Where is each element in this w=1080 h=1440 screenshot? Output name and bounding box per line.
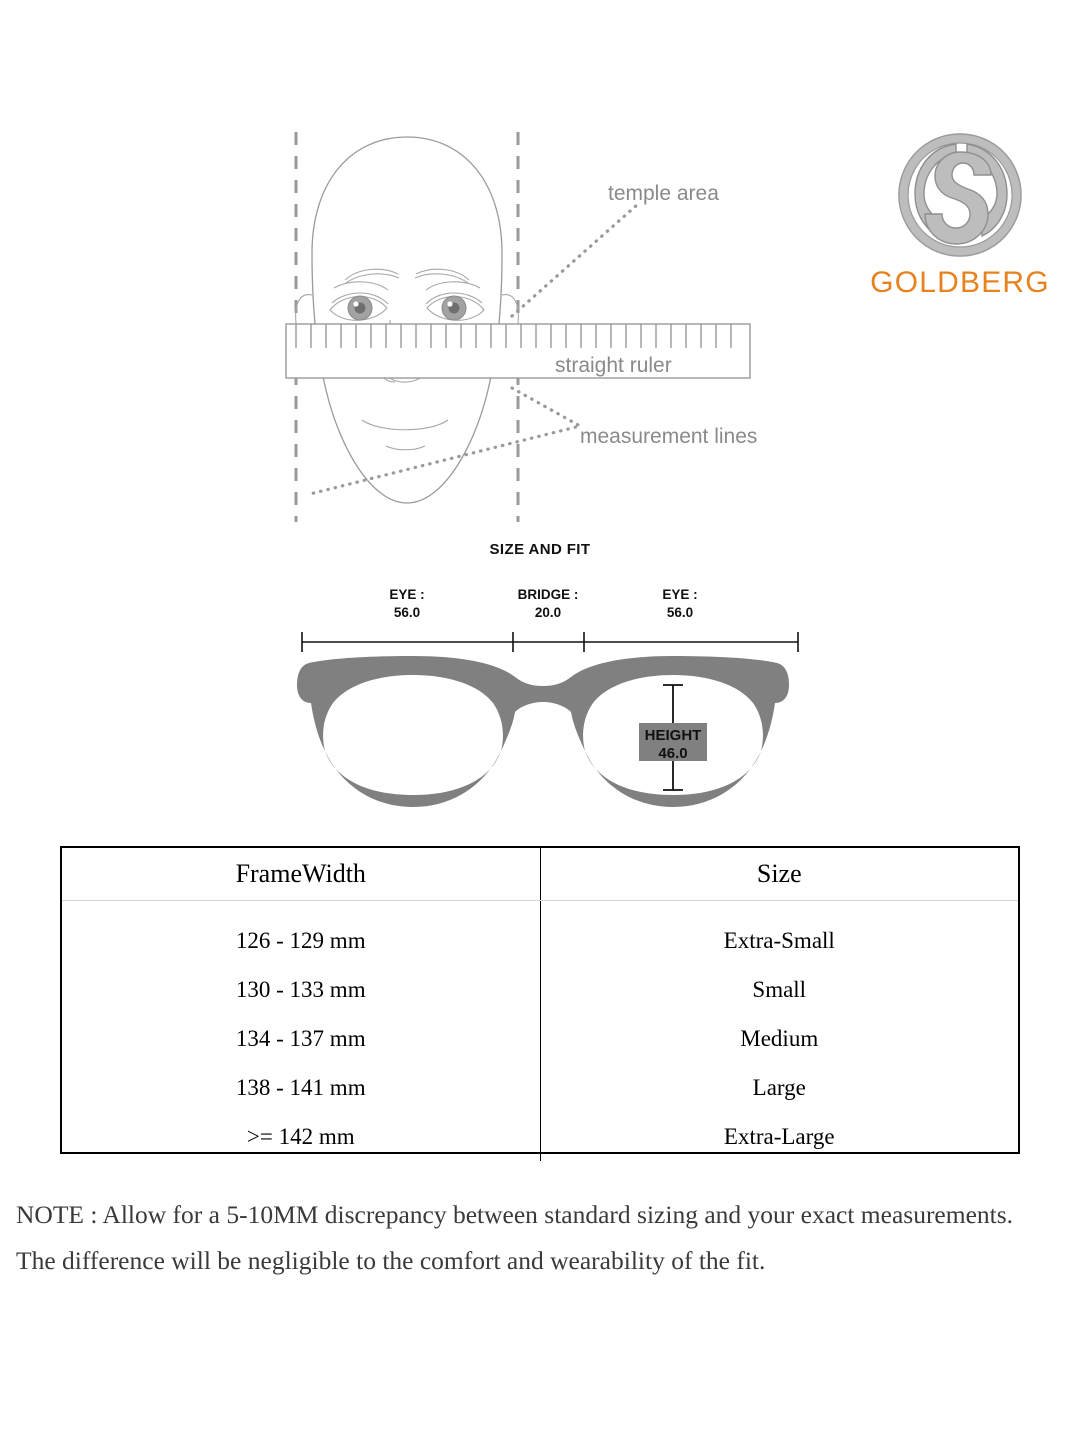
cell-size: Extra-Small bbox=[723, 927, 835, 953]
table-row: >= 142 mm Extra-Large bbox=[62, 1112, 1018, 1161]
measurement-eye-left-key: EYE : bbox=[389, 587, 425, 602]
table-row: 134 - 137 mm Medium bbox=[62, 1014, 1018, 1063]
measurement-bridge-key: BRIDGE : bbox=[517, 587, 579, 602]
annotation-measurement-lines: measurement lines bbox=[580, 425, 757, 448]
cell-size: Large bbox=[752, 1074, 806, 1100]
measurement-eye-right: EYE : 56.0 bbox=[620, 586, 740, 622]
cell-frame-width: 130 - 133 mm bbox=[62, 965, 541, 1014]
mouth bbox=[361, 419, 449, 451]
measurement-bridge-value: 20.0 bbox=[534, 605, 562, 620]
measurement-eye-right-value: 56.0 bbox=[666, 605, 694, 620]
eyeglasses-frame-diagram: HEIGHT 46.0 bbox=[297, 656, 789, 807]
measurement-eye-right-key: EYE : bbox=[662, 587, 698, 602]
note-line-1: NOTE : Allow for a 5-10MM discrepancy be… bbox=[16, 1200, 1014, 1229]
table-header-framewidth: FrameWidth bbox=[62, 848, 541, 901]
measurement-lines-leader bbox=[308, 386, 585, 496]
eyes bbox=[329, 281, 485, 321]
goldberg-circle-s-logo-icon bbox=[898, 133, 1022, 257]
table-row: 130 - 133 mm Small bbox=[62, 965, 1018, 1014]
cell-size: Small bbox=[752, 976, 807, 1002]
table-row: 126 - 129 mm Extra-Small bbox=[62, 900, 1018, 965]
size-and-fit-title: SIZE AND FIT bbox=[489, 541, 591, 558]
cell-size: Medium bbox=[740, 1025, 819, 1051]
head-outline bbox=[295, 136, 519, 504]
table-header-size: Size bbox=[540, 848, 1018, 901]
dimension-line bbox=[301, 632, 799, 652]
cell-frame-width: 126 - 129 mm bbox=[62, 900, 541, 965]
cell-size: Extra-Large bbox=[723, 1123, 835, 1149]
table-header-row: FrameWidth Size bbox=[62, 848, 1018, 901]
cell-frame-width: 138 - 141 mm bbox=[62, 1063, 541, 1112]
height-label-key: HEIGHT bbox=[645, 727, 702, 744]
measurement-eye-left-value: 56.0 bbox=[393, 605, 421, 620]
measurement-labels: EYE : 56.0 BRIDGE : 20.0 EYE : 56.0 bbox=[0, 586, 1080, 626]
note-block: NOTE : Allow for a 5-10MM discrepancy be… bbox=[16, 1192, 1072, 1284]
face-measurement-diagram: .fl { fill:none; stroke:#9a9a9a; stroke-… bbox=[285, 132, 757, 522]
cell-frame-width: 134 - 137 mm bbox=[62, 1014, 541, 1063]
eyebrows bbox=[344, 268, 470, 284]
measurement-bridge: BRIDGE : 20.0 bbox=[488, 586, 608, 622]
height-label-value: 46.0 bbox=[658, 745, 687, 762]
note-line-2: The difference will be negligible to the… bbox=[16, 1246, 766, 1275]
annotation-temple-area: temple area bbox=[608, 182, 719, 205]
straight-ruler bbox=[285, 323, 751, 379]
measurement-eye-left: EYE : 56.0 bbox=[347, 586, 467, 622]
frame-width-size-table: FrameWidth Size 126 - 129 mm Extra-Small… bbox=[60, 846, 1020, 1161]
table-row: 138 - 141 mm Large bbox=[62, 1063, 1018, 1112]
eyeglasses-frame-shape bbox=[297, 656, 789, 807]
annotation-straight-ruler: straight ruler bbox=[555, 354, 672, 377]
cell-frame-width: >= 142 mm bbox=[62, 1112, 541, 1161]
brand-logo: GOLDBERG bbox=[860, 130, 1060, 310]
temple-area-leader bbox=[510, 202, 640, 318]
brand-wordmark: GOLDBERG bbox=[870, 266, 1050, 299]
